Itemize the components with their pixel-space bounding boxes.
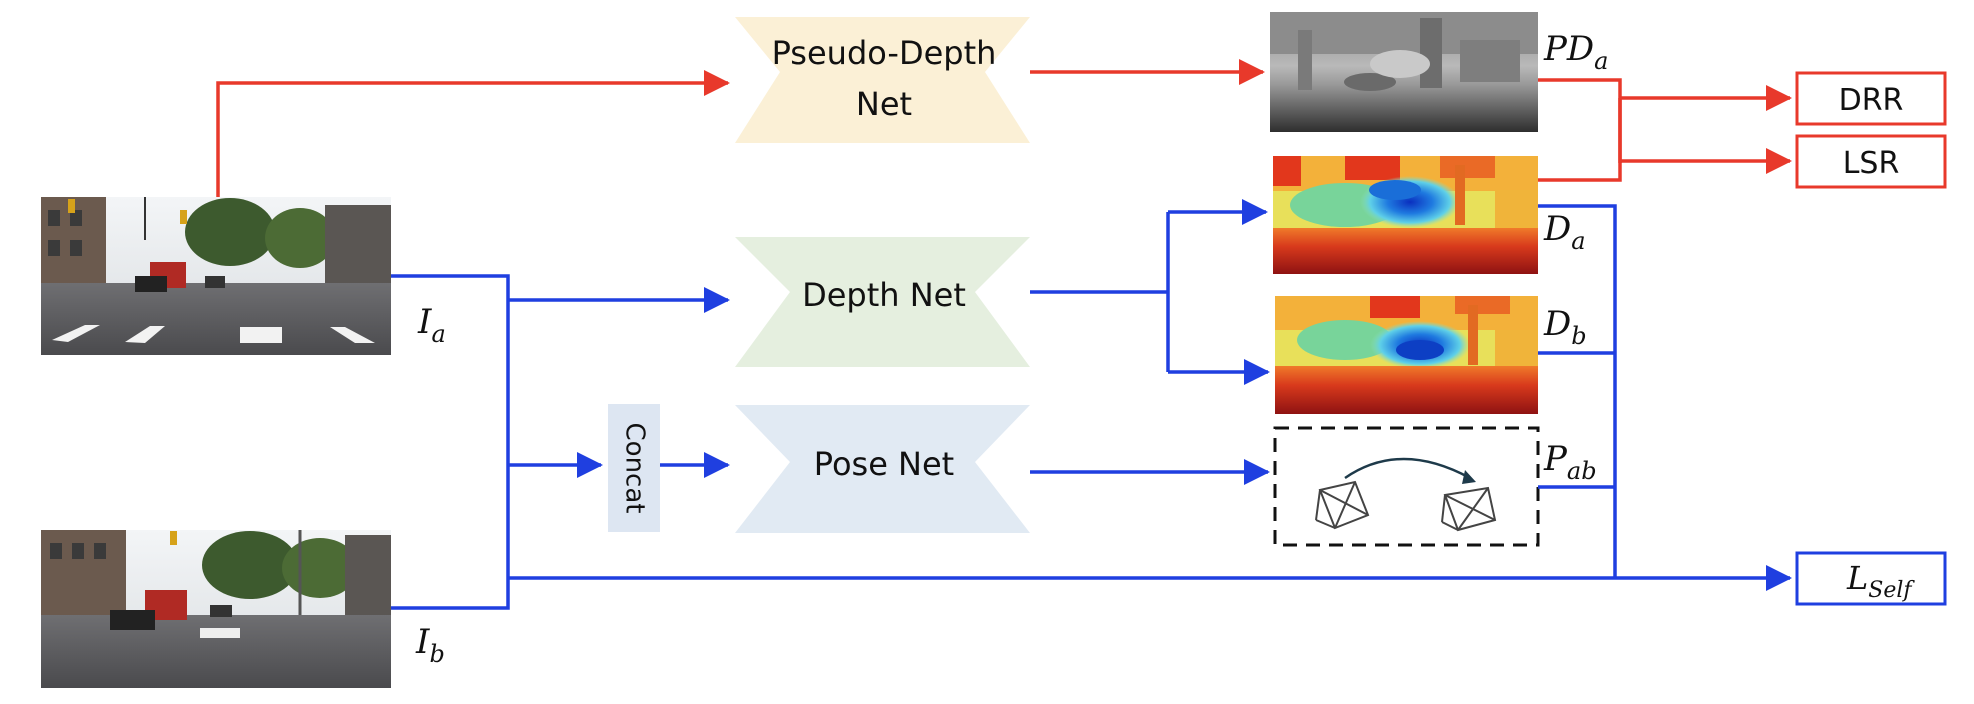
lsr-label: LSR (1843, 146, 1900, 181)
concat-block (608, 404, 660, 532)
ib-label: Ib (415, 622, 445, 668)
pose-net-block (735, 405, 1030, 533)
pab-label: Pab (1543, 439, 1597, 485)
depth-map-a (1273, 156, 1538, 274)
ia-to-pseudo-depth-arrow (216, 70, 730, 197)
red-connectors (216, 59, 1792, 197)
blue-connectors (391, 199, 1792, 610)
pseudo-depth-net-label-1: Pseudo-Depth (772, 34, 997, 72)
drr-box (1795, 71, 1947, 126)
pda-label: PDa (1543, 29, 1608, 75)
image-ib (41, 530, 391, 688)
pseudo-depth-net-block (735, 17, 1030, 143)
ia-out-line (391, 274, 510, 610)
image-ia (41, 197, 391, 355)
pose-net-label: Pose Net (814, 445, 954, 483)
depth-net-block (735, 237, 1030, 367)
pose-box (1273, 426, 1540, 547)
lself-label: LSelf (1846, 559, 1915, 603)
lsr-box (1795, 134, 1947, 189)
ia-label: Ia (417, 302, 446, 348)
pseudo-depth-map (1270, 12, 1538, 132)
pseudo-depth-net-label-2: Net (856, 85, 912, 123)
camera-a-icon (1315, 480, 1370, 530)
da-out-line (1538, 204, 1617, 578)
da-label: Da (1543, 209, 1586, 255)
concat-label: Concat (620, 423, 650, 514)
camera-b-icon (1441, 486, 1497, 532)
pda-out-line (1538, 78, 1622, 182)
drr-label: DRR (1839, 83, 1904, 118)
depth-map-b (1275, 296, 1538, 414)
db-label: Db (1543, 304, 1587, 350)
lself-box (1795, 551, 1947, 606)
depth-net-label: Depth Net (802, 276, 966, 314)
